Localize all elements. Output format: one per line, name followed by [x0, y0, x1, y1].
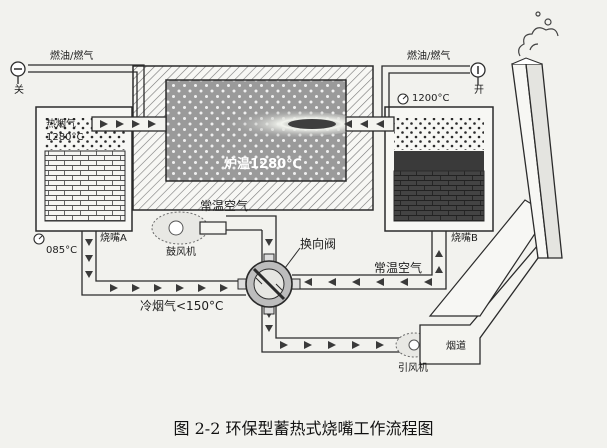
valve-left	[10, 61, 26, 84]
left-regen-temp: 1280°C	[46, 132, 84, 143]
valve-left-state: 关	[14, 85, 24, 96]
right-temp-label: 1200°C	[412, 93, 450, 104]
hot-flue-gas-label: 热烟气	[46, 119, 76, 130]
ambient-air-right-label: 常温空气	[374, 261, 423, 275]
chimney	[511, 57, 563, 259]
left-brick-bed	[44, 150, 126, 222]
induced-fan-label: 引风机	[398, 363, 428, 374]
blower	[151, 211, 227, 245]
right-regenerator	[384, 106, 494, 232]
fuel-pipes	[28, 64, 470, 117]
smoke-icon	[518, 11, 559, 57]
furnace	[132, 65, 374, 211]
fuel-left-label: 燃油/燃气	[50, 51, 94, 62]
ambient-air-top-label: 常温空气	[200, 199, 249, 213]
reversing-valve	[237, 253, 301, 315]
duct-network	[81, 215, 447, 353]
reversing-valve-label: 换向阀	[300, 237, 337, 251]
right-dot-zone	[394, 118, 484, 150]
flue-label: 烟道	[446, 341, 466, 352]
flame-core	[288, 119, 336, 129]
burner-channels	[91, 116, 395, 132]
cold-flue-gas-label: 冷烟气<150°C	[140, 299, 224, 313]
duct-arrows	[85, 239, 443, 349]
valve-right	[470, 62, 486, 85]
furnace-temp-label: 炉温1280℃	[224, 157, 302, 172]
figure-caption: 图 2-2 环保型蓄热式烧嘴工作流程图	[173, 419, 434, 438]
gauge-right	[397, 93, 409, 105]
channel-arrows	[100, 120, 384, 128]
fuel-right-label: 燃油/燃气	[407, 51, 451, 62]
right-brick-bed	[393, 170, 485, 222]
burner-a-label: 烧嘴A	[100, 233, 127, 244]
blower-label: 鼓风机	[166, 247, 196, 258]
exhaust-temp-label: 085°C	[46, 245, 78, 256]
gauge-left	[33, 233, 45, 245]
right-hot-layer	[394, 151, 484, 171]
valve-leader	[284, 247, 301, 269]
valve-right-state: 开	[474, 85, 484, 96]
burner-b-label: 烧嘴B	[451, 233, 478, 244]
